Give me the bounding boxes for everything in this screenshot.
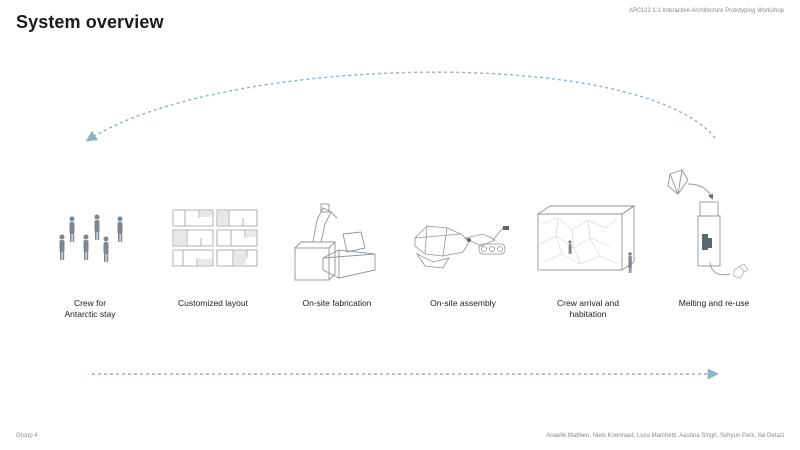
step-label: Melting and re-use (678, 298, 750, 308)
crew-figures-icon (59, 214, 123, 262)
step-label: Crew arrival and habitation (557, 298, 619, 319)
return-loop-arrow (85, 71, 716, 142)
melting-icon (667, 169, 749, 279)
page-title: System overview (16, 12, 164, 32)
habitation-block-icon (536, 205, 636, 273)
step-crew: Crew for Antarctic stay (30, 204, 150, 324)
layout-plan-icon (172, 209, 258, 267)
robot-arm-icon (294, 203, 376, 281)
step-label: Customized layout (178, 298, 248, 308)
step-habitation: Crew arrival and habitation (528, 204, 648, 324)
course-caption: AR0122 1:1 Interactive Architecture Prot… (629, 8, 784, 14)
step-melting: Melting and re-use (654, 166, 774, 324)
step-fabrication: On-site fabrication (277, 192, 397, 324)
step-label: On-site assembly (430, 298, 496, 308)
step-label: Crew for Antarctic stay (64, 298, 116, 319)
group-label: Group 4 (16, 433, 38, 439)
authors-credit: Anaelle Mathieu, Niels Koenraad, Luca Ma… (546, 433, 784, 439)
step-assembly: On-site assembly (403, 204, 523, 324)
step-layout: Customized layout (153, 204, 273, 324)
assembly-icon (414, 225, 510, 269)
step-label: On-site fabrication (302, 298, 372, 308)
